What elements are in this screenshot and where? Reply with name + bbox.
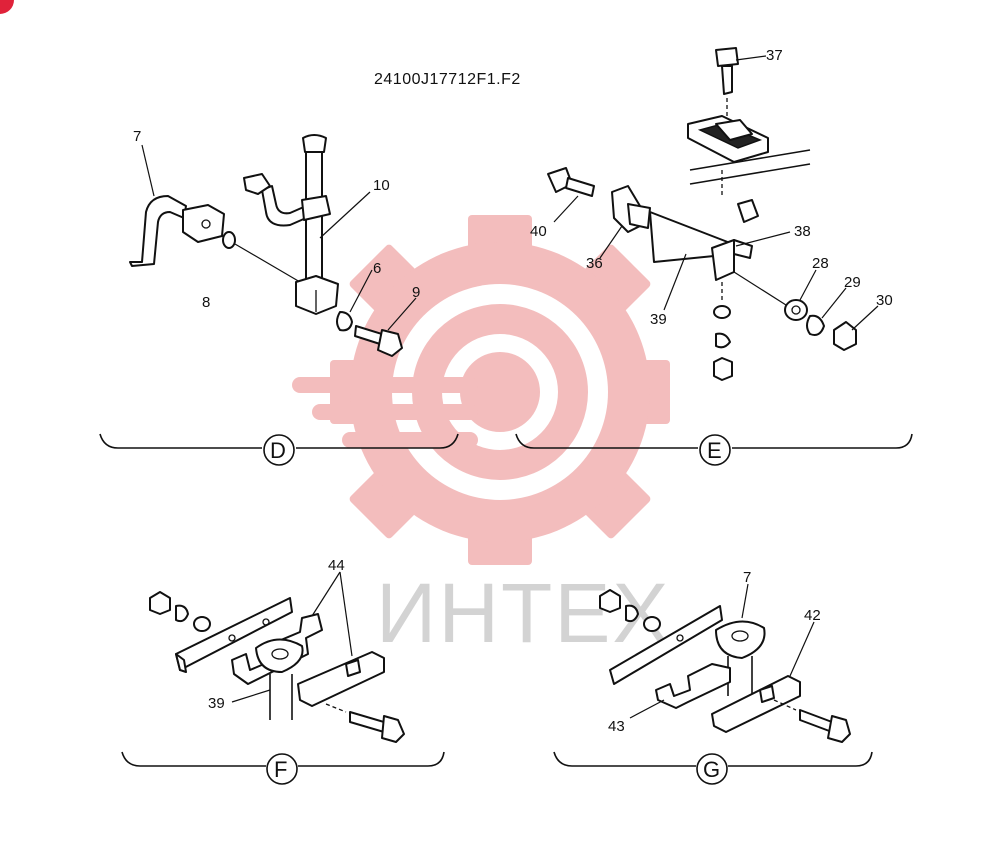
callout-d-7: 7 (133, 128, 141, 145)
callout-g-42: 42 (804, 607, 821, 624)
callout-e-36: 36 (586, 255, 603, 272)
callout-e-29: 29 (844, 274, 861, 291)
callout-g-43: 43 (608, 718, 625, 735)
callout-f-39: 39 (208, 695, 225, 712)
watermark-text: ИНТЕХ (376, 566, 670, 660)
callout-e-30: 30 (876, 292, 893, 309)
callout-f-44: 44 (328, 557, 345, 574)
section-g-drawing (599, 583, 851, 743)
callout-e-38: 38 (794, 223, 811, 240)
callout-d-10: 10 (373, 177, 390, 194)
section-f-label: F (274, 757, 287, 782)
section-g-label: G (703, 757, 720, 782)
section-d-separator (99, 433, 459, 466)
callout-e-39: 39 (650, 311, 667, 328)
section-e-label: E (707, 438, 722, 463)
callout-e-37: 37 (766, 47, 783, 64)
callout-e-28: 28 (812, 255, 829, 272)
callout-d-6: 6 (373, 260, 381, 277)
watermark-logo (292, 215, 670, 565)
section-e-separator (515, 433, 913, 466)
section-f-drawing (149, 571, 405, 743)
section-g-separator (553, 751, 873, 785)
callout-g-7: 7 (743, 569, 751, 586)
corner-badge (0, 0, 14, 14)
section-d-drawing (129, 134, 417, 357)
section-e-drawing (547, 47, 879, 381)
callout-e-40: 40 (530, 223, 547, 240)
drawing-number: 24100J17712F1.F2 (374, 71, 521, 88)
section-d-label: D (270, 438, 286, 463)
callout-d-8: 8 (202, 294, 210, 311)
section-f-separator (121, 751, 445, 785)
callout-d-9: 9 (412, 284, 420, 301)
